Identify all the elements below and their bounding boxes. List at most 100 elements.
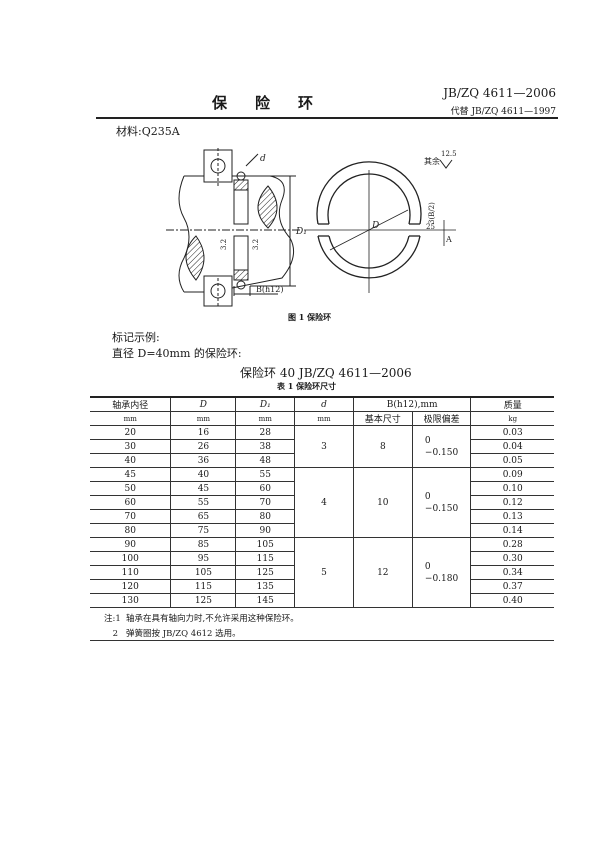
unit-d: mm bbox=[294, 411, 354, 426]
cell-mass: 0.37 bbox=[470, 579, 554, 594]
notes-rule bbox=[90, 640, 554, 641]
cell-D: 26 bbox=[170, 439, 237, 454]
retaining-ring-drawing: d D₁ B(h12) 3.2 3.2 D 其余 12.5 3(B/2) 25 … bbox=[166, 148, 457, 308]
cell-mass: 0.40 bbox=[470, 593, 554, 608]
cell-mass: 0.12 bbox=[470, 495, 554, 510]
cell-D1: 70 bbox=[235, 495, 296, 510]
header-rule bbox=[96, 117, 558, 119]
marking-label: 标记示例: bbox=[112, 331, 160, 344]
svg-text:25: 25 bbox=[426, 223, 435, 231]
table-row: 70 65 80 0.13 bbox=[90, 509, 554, 524]
table-row: 40 36 48 0.05 bbox=[90, 453, 554, 468]
cell-mass: 0.03 bbox=[470, 425, 554, 440]
table-row: 60 55 70 0.12 bbox=[90, 495, 554, 510]
cell-D1: 115 bbox=[235, 551, 296, 566]
cell-D1: 48 bbox=[235, 453, 296, 468]
material-spec: 材料:Q235A bbox=[116, 125, 180, 138]
table-row: 50 45 60 0.10 bbox=[90, 481, 554, 496]
cell-B-tolerance: 0−0.150 bbox=[411, 425, 472, 468]
cell-B-tolerance: 0−0.150 bbox=[411, 467, 472, 538]
cell-D1: 60 bbox=[235, 481, 296, 496]
cell-D1: 55 bbox=[235, 467, 296, 482]
label-other: 其余 bbox=[424, 156, 440, 166]
cell-bore: 80 bbox=[90, 523, 172, 538]
cell-D1: 105 bbox=[235, 537, 296, 552]
cell-D: 65 bbox=[170, 509, 237, 524]
cell-D: 85 bbox=[170, 537, 237, 552]
table-row: 45 40 55 4 10 0−0.150 0.09 bbox=[90, 467, 554, 538]
cell-bore: 130 bbox=[90, 593, 172, 608]
cell-bore: 110 bbox=[90, 565, 172, 580]
svg-text:A: A bbox=[445, 235, 452, 244]
cell-D: 16 bbox=[170, 425, 237, 440]
header-B: B(h12),mm bbox=[352, 396, 472, 412]
header-D: D bbox=[170, 396, 237, 412]
table-row: 30 26 38 0.04 bbox=[90, 439, 554, 454]
header-B-basic: 基本尺寸 bbox=[352, 411, 413, 426]
table-row: 110 105 125 0.34 bbox=[90, 565, 554, 580]
cell-bore: 100 bbox=[90, 551, 172, 566]
table-row: 100 95 115 0.30 bbox=[90, 551, 554, 566]
header-B-tolerance: 极限偏差 bbox=[411, 411, 472, 426]
cell-mass: 0.04 bbox=[470, 439, 554, 454]
cell-D1: 90 bbox=[235, 523, 296, 538]
label-B: B(h12) bbox=[256, 285, 283, 294]
svg-text:3.2: 3.2 bbox=[220, 239, 228, 250]
cell-D: 45 bbox=[170, 481, 237, 496]
cell-D1: 145 bbox=[235, 593, 296, 608]
label-D1: D₁ bbox=[295, 227, 307, 237]
cell-mass: 0.30 bbox=[470, 551, 554, 566]
cell-mass: 0.14 bbox=[470, 523, 554, 538]
dimension-table: 轴承内径 D D₁ d B(h12),mm 质量 mm mm mm mm 基本尺… bbox=[90, 396, 554, 608]
cell-bore: 120 bbox=[90, 579, 172, 594]
figure-caption: 图 1 保险环 bbox=[288, 312, 332, 322]
unit-bearing-bore: mm bbox=[90, 411, 172, 426]
marking-description: 直径 D=40mm 的保险环: bbox=[112, 347, 242, 360]
cell-B-basic: 10 bbox=[352, 467, 413, 538]
replaces-standard: 代替 JB/ZQ 4611—1997 bbox=[450, 107, 556, 117]
standard-number: JB/ZQ 4611—2006 bbox=[443, 86, 556, 100]
cell-mass: 0.34 bbox=[470, 565, 554, 580]
unit-D1: mm bbox=[235, 411, 296, 426]
table-caption: 表 1 保险环尺寸 bbox=[277, 381, 337, 391]
unit-mass: kg bbox=[470, 411, 554, 426]
unit-D: mm bbox=[170, 411, 237, 426]
cell-mass: 0.09 bbox=[470, 467, 554, 482]
svg-text:3(B/2): 3(B/2) bbox=[428, 202, 436, 224]
cell-D: 55 bbox=[170, 495, 237, 510]
cell-bore: 50 bbox=[90, 481, 172, 496]
cell-B-tolerance: 0−0.180 bbox=[411, 537, 472, 608]
cell-d: 3 bbox=[294, 425, 354, 468]
cell-D: 95 bbox=[170, 551, 237, 566]
table-row: 20 16 28 3 8 0−0.150 0.03 bbox=[90, 425, 554, 468]
table-row: 130 125 145 0.40 bbox=[90, 593, 554, 608]
cell-D1: 135 bbox=[235, 579, 296, 594]
label-d: d bbox=[260, 154, 266, 164]
cell-mass: 0.13 bbox=[470, 509, 554, 524]
cell-bore: 70 bbox=[90, 509, 172, 524]
cell-D1: 38 bbox=[235, 439, 296, 454]
cell-D1: 80 bbox=[235, 509, 296, 524]
cell-D: 125 bbox=[170, 593, 237, 608]
header-bearing-bore: 轴承内径 bbox=[90, 396, 172, 412]
cell-B-basic: 12 bbox=[352, 537, 413, 608]
header-d: d bbox=[294, 396, 354, 412]
cell-mass: 0.28 bbox=[470, 537, 554, 552]
cell-D: 105 bbox=[170, 565, 237, 580]
table-row: 80 75 90 0.14 bbox=[90, 523, 554, 538]
cell-bore: 40 bbox=[90, 453, 172, 468]
page-title: 保险环 bbox=[212, 94, 342, 112]
header-D1: D₁ bbox=[235, 396, 296, 412]
cell-bore: 90 bbox=[90, 537, 172, 552]
table-row: 90 85 105 5 12 0−0.180 0.28 bbox=[90, 537, 554, 608]
cell-bore: 30 bbox=[90, 439, 172, 454]
cell-D1: 125 bbox=[235, 565, 296, 580]
cell-d: 4 bbox=[294, 467, 354, 538]
cell-D1: 28 bbox=[235, 425, 296, 440]
label-roughness-12-5: 12.5 bbox=[441, 150, 457, 158]
svg-text:3.2: 3.2 bbox=[252, 239, 260, 250]
cell-bore: 60 bbox=[90, 495, 172, 510]
